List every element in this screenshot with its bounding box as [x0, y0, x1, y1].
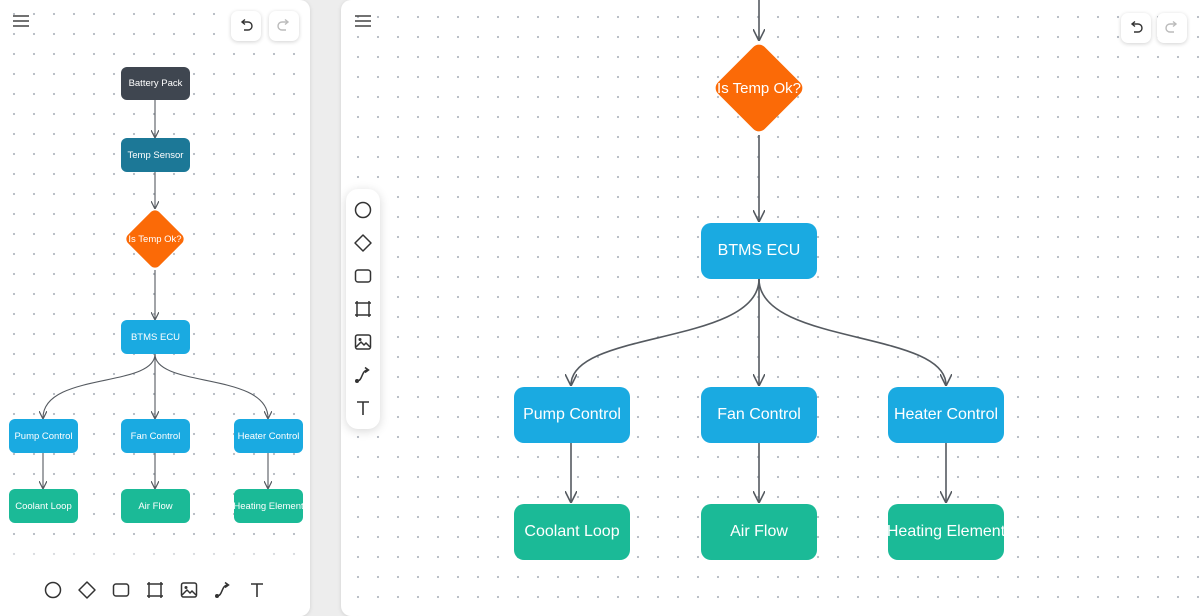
- hamburger-menu-icon: [355, 15, 371, 27]
- rectangle-icon: [112, 583, 130, 597]
- frame-tool[interactable]: [352, 298, 374, 320]
- connector-tool[interactable]: [352, 364, 374, 386]
- circle-tool[interactable]: [352, 199, 374, 221]
- node-btms-ecu[interactable]: BTMS ECU: [701, 223, 817, 279]
- undo-button[interactable]: [1121, 13, 1151, 43]
- node-decision-label: Is Temp Ok?: [128, 233, 182, 245]
- circle-icon: [44, 581, 62, 599]
- text-icon: [357, 401, 369, 416]
- frame-tool[interactable]: [144, 579, 166, 601]
- node-air-flow[interactable]: Air Flow: [701, 504, 817, 560]
- diamond-icon: [78, 581, 96, 599]
- diamond-tool[interactable]: [76, 579, 98, 601]
- node-heating-element[interactable]: Heating Element: [887, 504, 1005, 560]
- edge-ecu-to-pump: [43, 353, 156, 418]
- image-icon: [354, 334, 372, 350]
- diamond-tool[interactable]: [352, 232, 374, 254]
- circle-tool[interactable]: [42, 579, 64, 601]
- node-pump-control[interactable]: Pump Control: [514, 387, 630, 443]
- rectangle-icon: [354, 269, 372, 283]
- redo-button[interactable]: [1157, 13, 1187, 43]
- menu-button[interactable]: [8, 8, 34, 34]
- redo-button[interactable]: [269, 11, 299, 41]
- mobile-canvas[interactable]: Battery Pack Temp Sensor Is Temp Ok? BTM…: [0, 0, 310, 616]
- bottom-toolbar: [0, 564, 310, 616]
- image-icon: [180, 582, 198, 598]
- connector-icon: [355, 367, 370, 384]
- desktop-canvas[interactable]: Is Temp Ok? BTMS ECU Pump Control Fan Co…: [341, 0, 1200, 616]
- frame-icon: [355, 300, 371, 317]
- node-heater-control[interactable]: Heater Control: [888, 387, 1004, 443]
- node-heater-control[interactable]: Heater Control: [234, 419, 303, 453]
- mobile-edges: [0, 100, 310, 616]
- node-pump-control[interactable]: Pump Control: [9, 419, 78, 453]
- undo-icon: [1130, 20, 1143, 33]
- desktop-edges: [341, 0, 1200, 616]
- text-icon: [251, 583, 263, 597]
- rectangle-tool[interactable]: [110, 579, 132, 601]
- node-fan-control[interactable]: Fan Control: [701, 387, 817, 443]
- edge-ecu-to-heater: [758, 278, 946, 385]
- rectangle-tool[interactable]: [352, 265, 374, 287]
- edge-ecu-to-pump: [571, 278, 760, 385]
- frame-icon: [147, 582, 163, 598]
- circle-icon: [354, 201, 372, 218]
- undo-button[interactable]: [231, 11, 261, 41]
- diamond-icon: [354, 233, 372, 252]
- hamburger-menu-icon: [13, 15, 29, 27]
- undo-icon: [240, 18, 253, 31]
- image-tool[interactable]: [178, 579, 200, 601]
- text-tool[interactable]: [352, 397, 374, 419]
- image-tool[interactable]: [352, 331, 374, 353]
- node-battery-pack[interactable]: Battery Pack: [121, 67, 190, 100]
- side-toolbar: [346, 189, 380, 429]
- redo-icon: [277, 18, 290, 31]
- node-air-flow[interactable]: Air Flow: [121, 489, 190, 523]
- connector-icon: [215, 581, 230, 598]
- node-fan-control[interactable]: Fan Control: [121, 419, 190, 453]
- node-decision-label: Is Temp Ok?: [717, 79, 801, 97]
- node-coolant-loop[interactable]: Coolant Loop: [9, 489, 78, 523]
- text-tool[interactable]: [246, 579, 268, 601]
- node-coolant-loop[interactable]: Coolant Loop: [514, 504, 630, 560]
- menu-button[interactable]: [350, 8, 376, 34]
- node-heating-element[interactable]: Heating Element: [233, 489, 304, 523]
- connector-tool[interactable]: [212, 579, 234, 601]
- node-btms-ecu[interactable]: BTMS ECU: [121, 320, 190, 354]
- redo-icon: [1165, 20, 1178, 33]
- edge-ecu-to-heater: [154, 353, 268, 418]
- node-temp-sensor[interactable]: Temp Sensor: [121, 138, 190, 172]
